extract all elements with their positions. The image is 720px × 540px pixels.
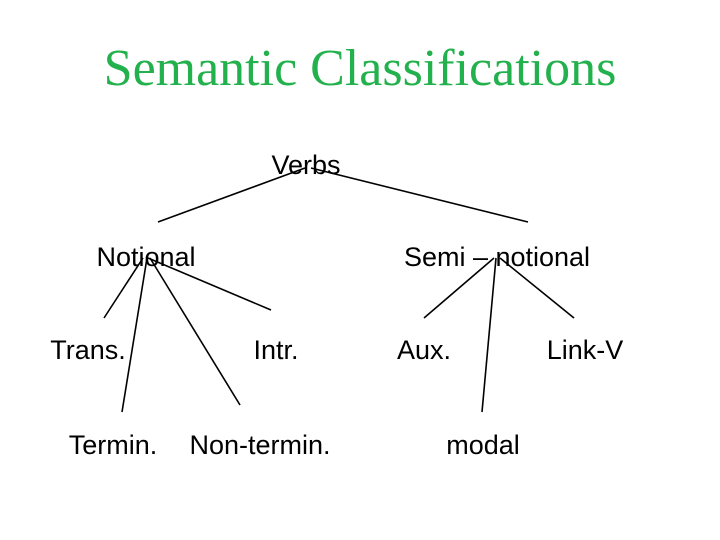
- tree-edge-semi-modal: [481, 257, 497, 413]
- tree-edge-verbs-semi: [310, 167, 529, 223]
- tree-edge-verbs-notional: [157, 167, 306, 223]
- tree-node-nontermin: Non-termin.: [189, 430, 331, 460]
- tree-node-linkv: Link-V: [546, 335, 624, 365]
- tree-node-notional: Notional: [96, 242, 196, 272]
- tree-node-aux: Aux.: [396, 335, 452, 365]
- tree-edge-notional-termin: [121, 257, 148, 413]
- tree-node-trans: Trans.: [50, 335, 126, 365]
- tree-edge-semi-aux: [423, 257, 495, 319]
- tree-node-verbs: Verbs: [271, 150, 341, 180]
- tree-node-intr: Intr.: [253, 335, 299, 365]
- tree-edge-notional-trans: [103, 257, 144, 319]
- tree-node-modal: modal: [446, 430, 520, 460]
- tree-edge-notional-nontermin: [149, 257, 241, 406]
- tree-edge-notional-intr: [147, 257, 272, 311]
- tree-node-semi: Semi – notional: [403, 242, 591, 272]
- page-title: Semantic Classifications: [103, 40, 617, 97]
- tree-edges: [103, 167, 575, 413]
- tree-node-termin: Termin.: [68, 430, 158, 460]
- tree-edge-semi-linkv: [499, 257, 575, 319]
